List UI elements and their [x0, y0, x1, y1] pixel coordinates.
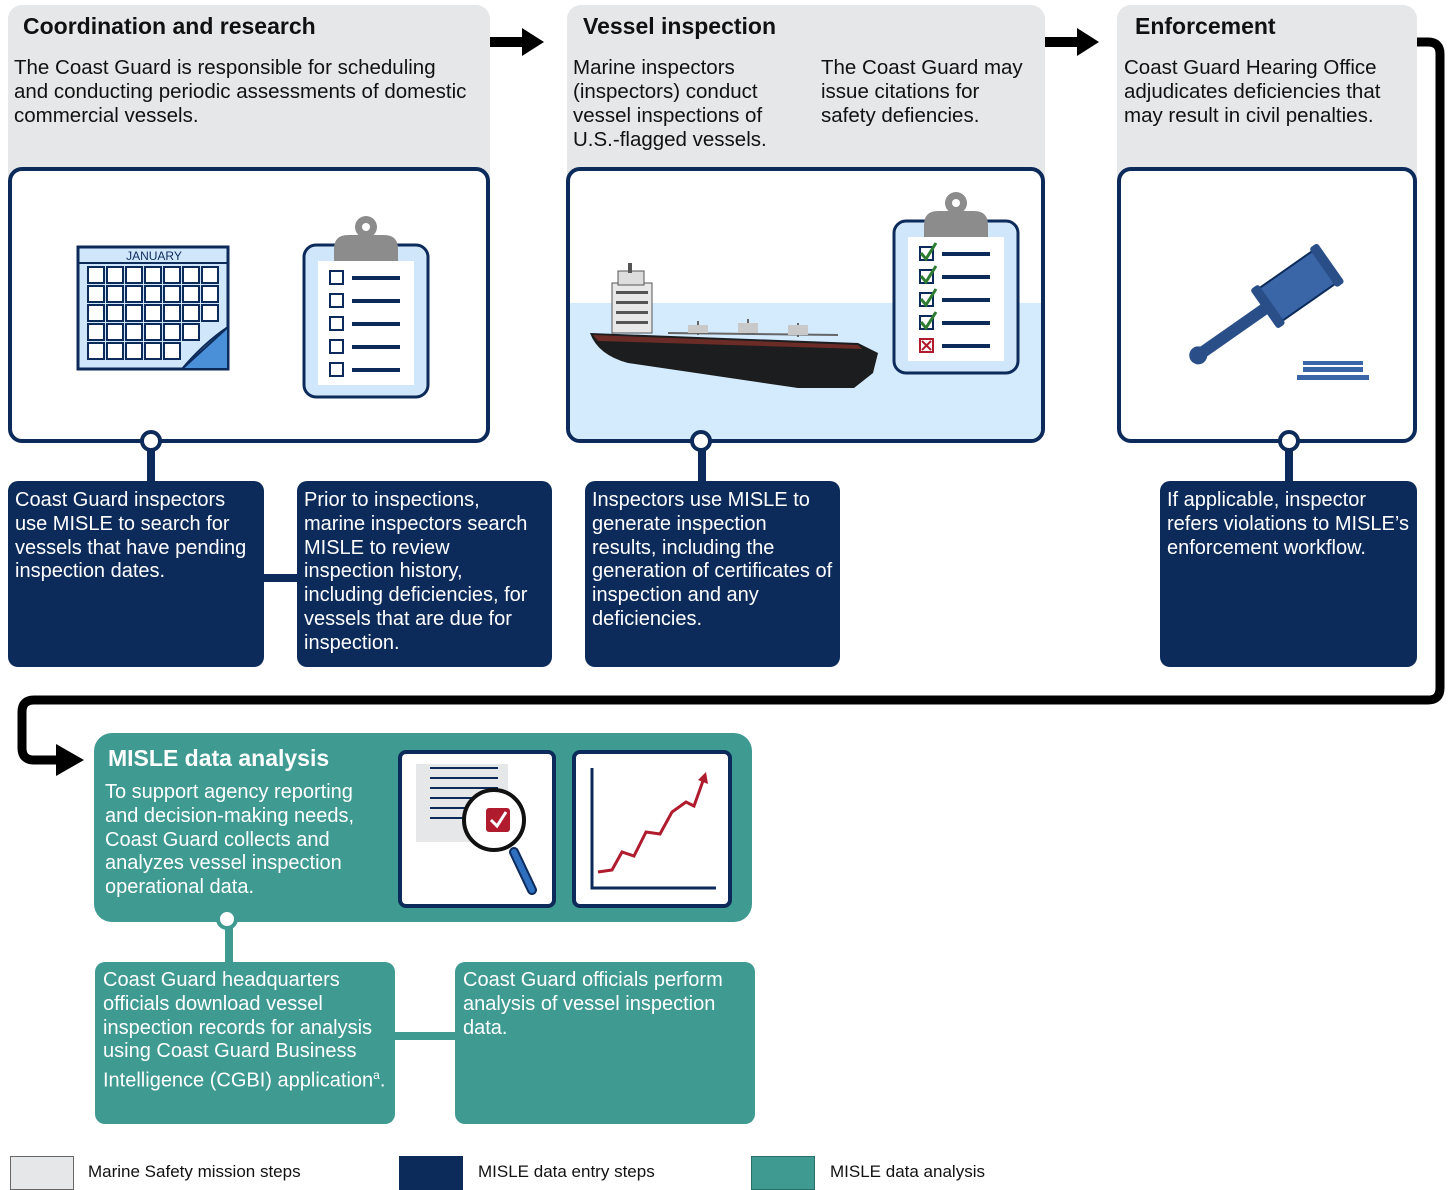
trend-chart-icon	[590, 768, 716, 890]
enforcement-title: Enforcement	[1135, 13, 1276, 39]
document-magnifier-illustration	[398, 750, 556, 908]
document-magnifier-icon	[416, 764, 537, 895]
inspection-title: Vessel inspection	[583, 13, 777, 39]
data-entry-review-history: Prior to inspections, marine inspectors …	[297, 481, 552, 667]
connector	[1285, 445, 1293, 483]
data-entry-search-pending: Coast Guard inspectors use MISLE to sear…	[8, 481, 264, 667]
connector-horizontal	[392, 1032, 458, 1040]
legend-label-data-entry: MISLE data entry steps	[478, 1162, 655, 1181]
connector-node	[216, 908, 238, 930]
checked-clipboard-icon	[892, 192, 1020, 375]
coordination-title: Coordination and research	[23, 13, 316, 39]
enforcement-illustration	[1117, 167, 1417, 443]
legend-label-data-analysis: MISLE data analysis	[830, 1162, 985, 1181]
trend-chart-illustration	[572, 750, 732, 908]
legend-swatch-navy	[399, 1156, 463, 1190]
connector-horizontal	[262, 574, 300, 582]
connector	[225, 922, 233, 964]
legend-swatch-teal	[751, 1156, 815, 1190]
ship-icon	[590, 263, 878, 388]
analysis-entry-download: Coast Guard headquarters officials downl…	[95, 962, 395, 1124]
analysis-entry-download-text: Coast Guard headquarters officials downl…	[103, 969, 374, 1092]
footnote-marker: a	[373, 1068, 380, 1083]
connector-node	[690, 430, 712, 452]
gavel-icon	[1189, 243, 1369, 380]
legend-swatch-gray	[10, 1156, 74, 1190]
inspection-text-right: The Coast Guard may issue citations for …	[821, 56, 1023, 127]
calendar-label: JANUARY	[126, 249, 182, 263]
analysis-text: To support agency reporting and decision…	[105, 781, 355, 899]
analysis-title: MISLE data analysis	[108, 745, 330, 771]
clipboard-icon	[302, 216, 430, 399]
inspection-illustration	[566, 167, 1045, 443]
enforcement-text: Coast Guard Hearing Office adjudicates d…	[1124, 56, 1381, 127]
arrow-right-icon	[490, 28, 544, 56]
data-entry-enforcement: If applicable, inspector refers violatio…	[1160, 481, 1417, 667]
analysis-entry-download-end: .	[379, 1069, 386, 1092]
connector-node	[1278, 430, 1300, 452]
data-entry-inspection-results: Inspectors use MISLE to generate inspect…	[585, 481, 840, 667]
legend-label-marine-safety: Marine Safety mission steps	[88, 1162, 301, 1181]
coordination-illustration: JANUARY	[8, 167, 490, 443]
connector-node	[140, 430, 162, 452]
analysis-entry-perform: Coast Guard officials perform analysis o…	[455, 962, 755, 1124]
inspection-text-left: Marine inspectors (inspectors) conduct v…	[573, 56, 767, 151]
arrow-right-icon	[1045, 28, 1099, 56]
connector	[147, 445, 155, 483]
coordination-text: The Coast Guard is responsible for sched…	[14, 56, 467, 127]
connector	[698, 445, 706, 483]
calendar-icon	[76, 245, 230, 371]
